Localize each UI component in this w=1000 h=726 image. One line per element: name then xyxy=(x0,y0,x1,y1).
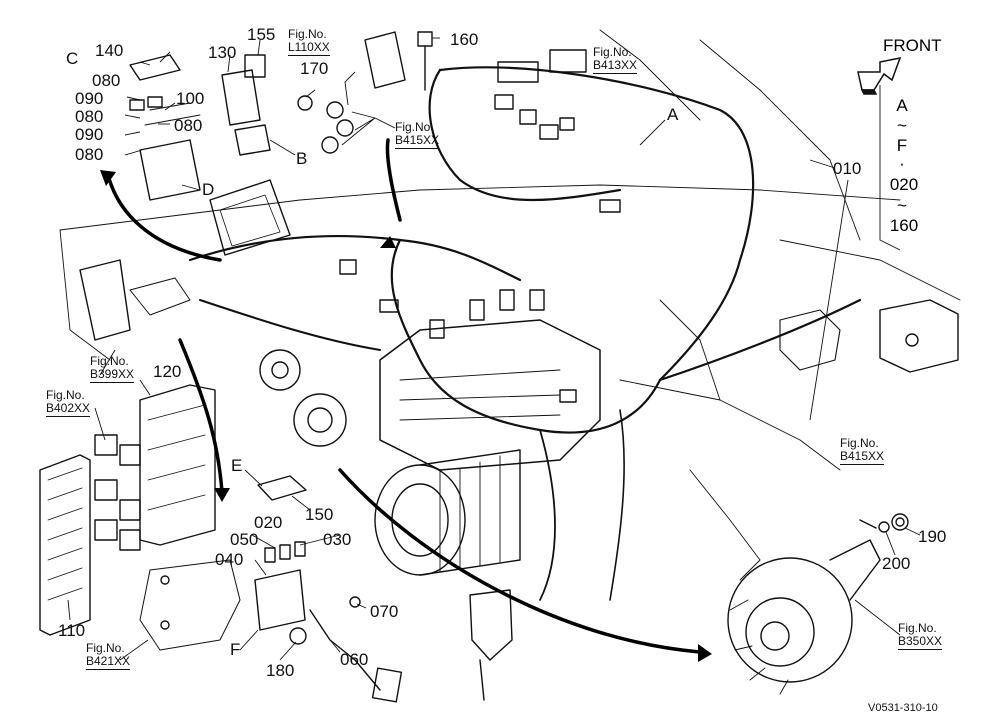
range-letter-a: A xyxy=(896,96,908,115)
part-label-090: 090 xyxy=(75,125,104,144)
drawing-code: V0531-310-10 xyxy=(868,702,938,714)
range-020: 020 xyxy=(889,175,919,194)
part-label-080: 080 xyxy=(75,107,104,126)
part-label-080: 080 xyxy=(92,71,121,90)
range-dot: · xyxy=(899,154,905,173)
fig-ref-B415XX-top: Fig.No. B415XX xyxy=(395,120,440,149)
part-label-060: 060 xyxy=(340,650,369,669)
part-label-150: 150 xyxy=(305,505,334,524)
fig-ref-code: B350XX xyxy=(898,634,943,650)
range-letter-f: F xyxy=(896,136,908,155)
part-label-070: 070 xyxy=(370,602,399,621)
fig-ref-title: Fig.No. xyxy=(593,45,632,59)
part-label-090: 090 xyxy=(75,89,104,108)
fig-ref-title: Fig.No. xyxy=(90,354,129,368)
part-label-100: 100 xyxy=(176,89,205,108)
callout-letter-b: B xyxy=(296,149,308,168)
fig-ref-code: B399XX xyxy=(90,367,135,383)
callout-letter-e: E xyxy=(231,456,243,475)
fig-ref-code: B415XX xyxy=(840,449,885,465)
part-label-200: 200 xyxy=(882,554,911,573)
callout-letter-c: C xyxy=(66,49,79,68)
fig-ref-code: B413XX xyxy=(593,58,638,74)
range-160: 160 xyxy=(889,216,919,235)
part-label-020: 020 xyxy=(254,513,283,532)
part-label-080: 080 xyxy=(75,145,104,164)
part-label-140: 140 xyxy=(95,41,124,60)
part-label-160: 160 xyxy=(450,30,479,49)
fig-ref-title: Fig.No. xyxy=(395,120,434,134)
fig-ref-code: B415XX xyxy=(395,133,440,149)
part-label-080: 080 xyxy=(174,116,203,135)
fig-ref-B350XX: Fig.No. B350XX xyxy=(898,621,943,650)
part-label-130: 130 xyxy=(208,43,237,62)
fig-ref-B421XX: Fig.No. B421XX xyxy=(86,641,131,670)
front-direction-label: FRONT xyxy=(883,36,942,55)
part-label-110: 110 xyxy=(58,621,86,640)
part-label-010: 010 xyxy=(833,159,862,178)
range-tilde-1: ~ xyxy=(897,116,907,135)
fig-ref-title: Fig.No. xyxy=(288,27,327,41)
part-label-190: 190 xyxy=(918,527,947,546)
fig-ref-code: B402XX xyxy=(46,401,91,417)
callout-letter-a: A xyxy=(667,105,679,124)
fig-ref-title: Fig.No. xyxy=(898,621,937,635)
part-label-040: 040 xyxy=(215,550,244,569)
part-label-180: 180 xyxy=(266,661,295,680)
part-label-155: 155 xyxy=(247,25,276,44)
fig-ref-B413XX: Fig.No. B413XX xyxy=(593,45,638,74)
range-tilde-2: ~ xyxy=(897,196,907,215)
part-label-030: 030 xyxy=(323,530,352,549)
fig-ref-B399XX: Fig.No. B399XX xyxy=(90,354,135,383)
fig-ref-B402XX: Fig.No. B402XX xyxy=(46,388,91,417)
fig-ref-L110XX: Fig.No. L110XX xyxy=(288,28,330,56)
part-label-050: 050 xyxy=(230,530,259,549)
fig-ref-title: Fig.No. xyxy=(86,641,125,655)
part-label-120: 120 xyxy=(153,362,182,381)
fig-ref-title: Fig.No. xyxy=(46,388,85,402)
callout-letter-f: F xyxy=(230,640,241,659)
fig-ref-code: L110XX xyxy=(288,40,330,56)
fig-ref-code: B421XX xyxy=(86,654,131,670)
part-label-170: 170 xyxy=(300,59,329,78)
fig-ref-B415XX-right: Fig.No. B415XX xyxy=(840,436,885,465)
callout-letter-d: D xyxy=(202,180,215,199)
fig-ref-title: Fig.No. xyxy=(840,436,879,450)
